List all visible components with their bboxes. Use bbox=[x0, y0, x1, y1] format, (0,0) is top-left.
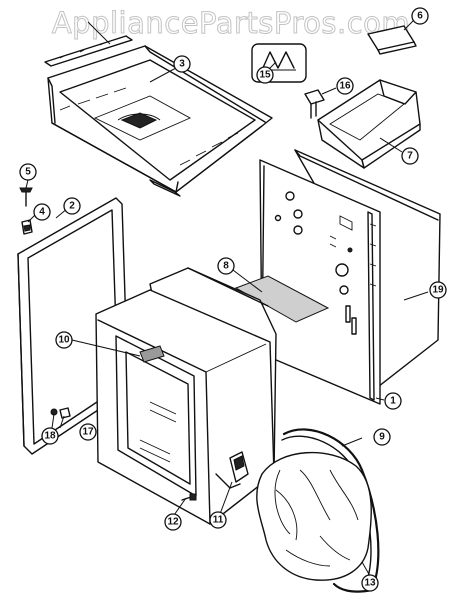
callout-1: 1 bbox=[384, 392, 402, 410]
callout-5: 5 bbox=[19, 163, 37, 181]
callout-19-label: 19 bbox=[432, 285, 444, 296]
parts-17-18-hardware bbox=[50, 407, 71, 419]
callout-16-label: 16 bbox=[339, 81, 351, 92]
part-7-vent-duct bbox=[317, 79, 421, 169]
part-16-switch bbox=[304, 89, 325, 119]
part-12-screw bbox=[181, 493, 197, 501]
callout-17-label: 17 bbox=[82, 427, 94, 438]
callout-12: 12 bbox=[164, 513, 182, 531]
part-5-screw bbox=[19, 187, 33, 207]
callout-5-label: 5 bbox=[25, 167, 31, 178]
callout-12-label: 12 bbox=[167, 517, 179, 528]
callout-11-label: 11 bbox=[213, 515, 224, 526]
callout-9-label: 9 bbox=[379, 432, 385, 443]
callout-6: 6 bbox=[411, 7, 429, 25]
callout-1-label: 1 bbox=[390, 396, 396, 407]
callout-3: 3 bbox=[173, 55, 191, 73]
callout-19: 19 bbox=[429, 281, 447, 299]
part-6-cover bbox=[367, 25, 417, 55]
part-8-strip bbox=[234, 275, 330, 323]
callout-16: 16 bbox=[336, 77, 354, 95]
callout-13-label: 13 bbox=[364, 578, 376, 589]
callout-13: 13 bbox=[361, 574, 379, 592]
callout-11: 11 bbox=[209, 511, 227, 529]
top-strip bbox=[44, 35, 133, 67]
callout-18: 18 bbox=[41, 427, 59, 445]
part-13-insulation bbox=[256, 451, 372, 581]
part-3-burner-box bbox=[47, 45, 273, 197]
part-4-clip bbox=[21, 219, 33, 235]
callout-2-label: 2 bbox=[69, 201, 75, 212]
callout-18-label: 18 bbox=[44, 431, 56, 442]
callout-10-label: 10 bbox=[58, 335, 70, 346]
callout-9: 9 bbox=[373, 428, 391, 446]
callout-3-label: 3 bbox=[179, 59, 185, 70]
callout-2: 2 bbox=[63, 197, 81, 215]
callout-7-label: 7 bbox=[407, 151, 413, 162]
callout-7: 7 bbox=[401, 147, 419, 165]
callout-8-label: 8 bbox=[223, 261, 229, 272]
callout-6-label: 6 bbox=[417, 11, 423, 22]
callout-15: 15 bbox=[256, 66, 274, 84]
watermark: AppliancePartsPros.com bbox=[51, 6, 411, 41]
callout-4: 4 bbox=[33, 203, 51, 221]
part-11-hinge bbox=[215, 451, 249, 489]
oven-liner bbox=[95, 267, 277, 525]
callout-15-label: 15 bbox=[259, 70, 271, 81]
callout-4-label: 4 bbox=[39, 207, 45, 218]
callout-10: 10 bbox=[55, 331, 73, 349]
callout-17: 17 bbox=[79, 423, 97, 441]
callout-8: 8 bbox=[217, 257, 235, 275]
